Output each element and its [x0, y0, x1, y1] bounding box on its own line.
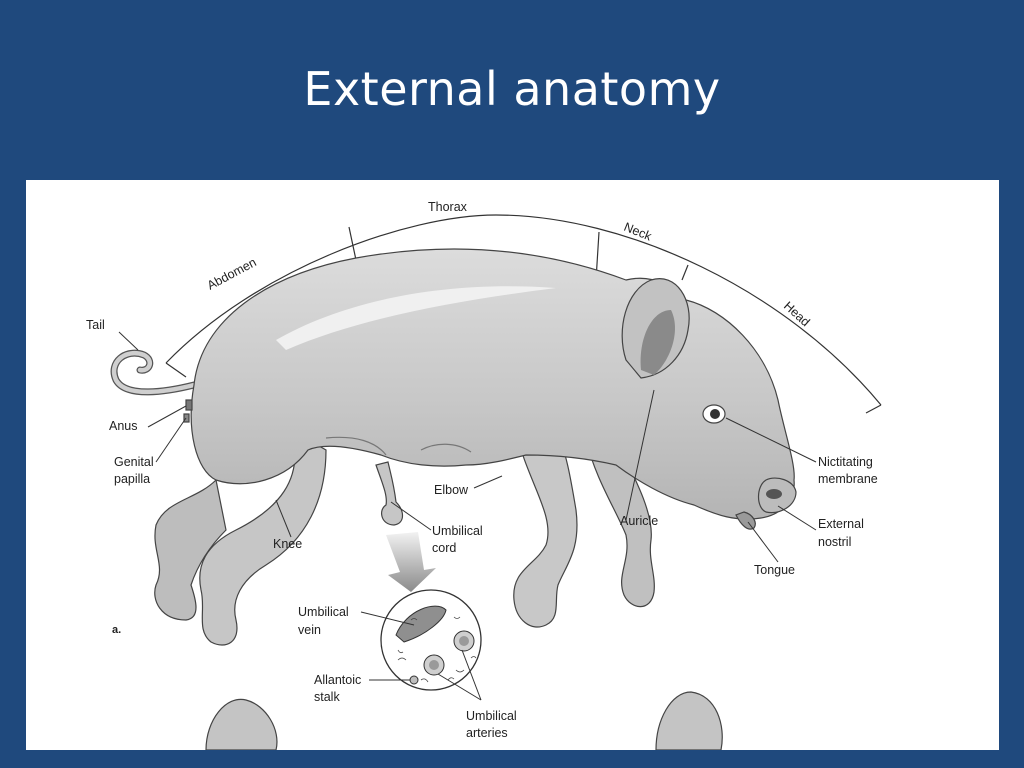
region-bracket [165, 214, 882, 414]
leader-lines [118, 331, 817, 701]
umbilical-cord-stub [375, 461, 404, 526]
allantoic-stalk-label-1: Allantoic [314, 673, 361, 687]
genital-papilla-label-1: Genital [114, 455, 154, 469]
abdomen-label: Abdomen [205, 255, 259, 293]
tail-label: Tail [86, 318, 105, 332]
nictitating-membrane-label-2: membrane [818, 472, 878, 486]
allantoic-stalk-shape [409, 675, 419, 685]
auricle-label: Auricle [620, 514, 658, 528]
thorax-label: Thorax [428, 200, 468, 214]
anus-label: Anus [109, 419, 138, 433]
knee-label: Knee [273, 537, 302, 551]
external-nostril-label-2: nostril [818, 535, 851, 549]
umbilical-cord-label-2: cord [432, 541, 456, 555]
umbilical-vein-label-1: Umbilical [298, 605, 349, 619]
allantoic-stalk-label-2: stalk [314, 690, 340, 704]
pig-anatomy-figure: Thorax Abdomen Neck Head [26, 180, 999, 750]
nictitating-membrane-label-1: Nictitating [818, 455, 873, 469]
front-leg-back [585, 439, 655, 608]
panel-letter: a. [112, 624, 121, 636]
genital-papilla-label-2: papilla [114, 472, 150, 486]
umbilical-arteries-label-1: Umbilical [466, 709, 517, 723]
pig-anatomy-diagram: Thorax Abdomen Neck Head [86, 200, 882, 750]
hind-leg-front [199, 428, 327, 646]
umbilical-cross-section [380, 589, 482, 691]
magnify-arrow [386, 532, 436, 592]
next-panel-fragments [205, 691, 723, 750]
elbow-label: Elbow [434, 483, 469, 497]
umbilical-arteries-label-2: arteries [466, 726, 508, 740]
front-leg-front [513, 429, 578, 628]
slide-title: External anatomy [303, 62, 721, 116]
tongue-label: Tongue [754, 563, 795, 577]
umbilical-vein-label-2: vein [298, 623, 321, 637]
external-nostril-label-1: External [818, 517, 864, 531]
hind-leg-back [154, 478, 227, 621]
umbilical-vein-shape [395, 605, 447, 643]
umbilical-cord-label-1: Umbilical [432, 524, 483, 538]
pig-body [110, 248, 797, 646]
